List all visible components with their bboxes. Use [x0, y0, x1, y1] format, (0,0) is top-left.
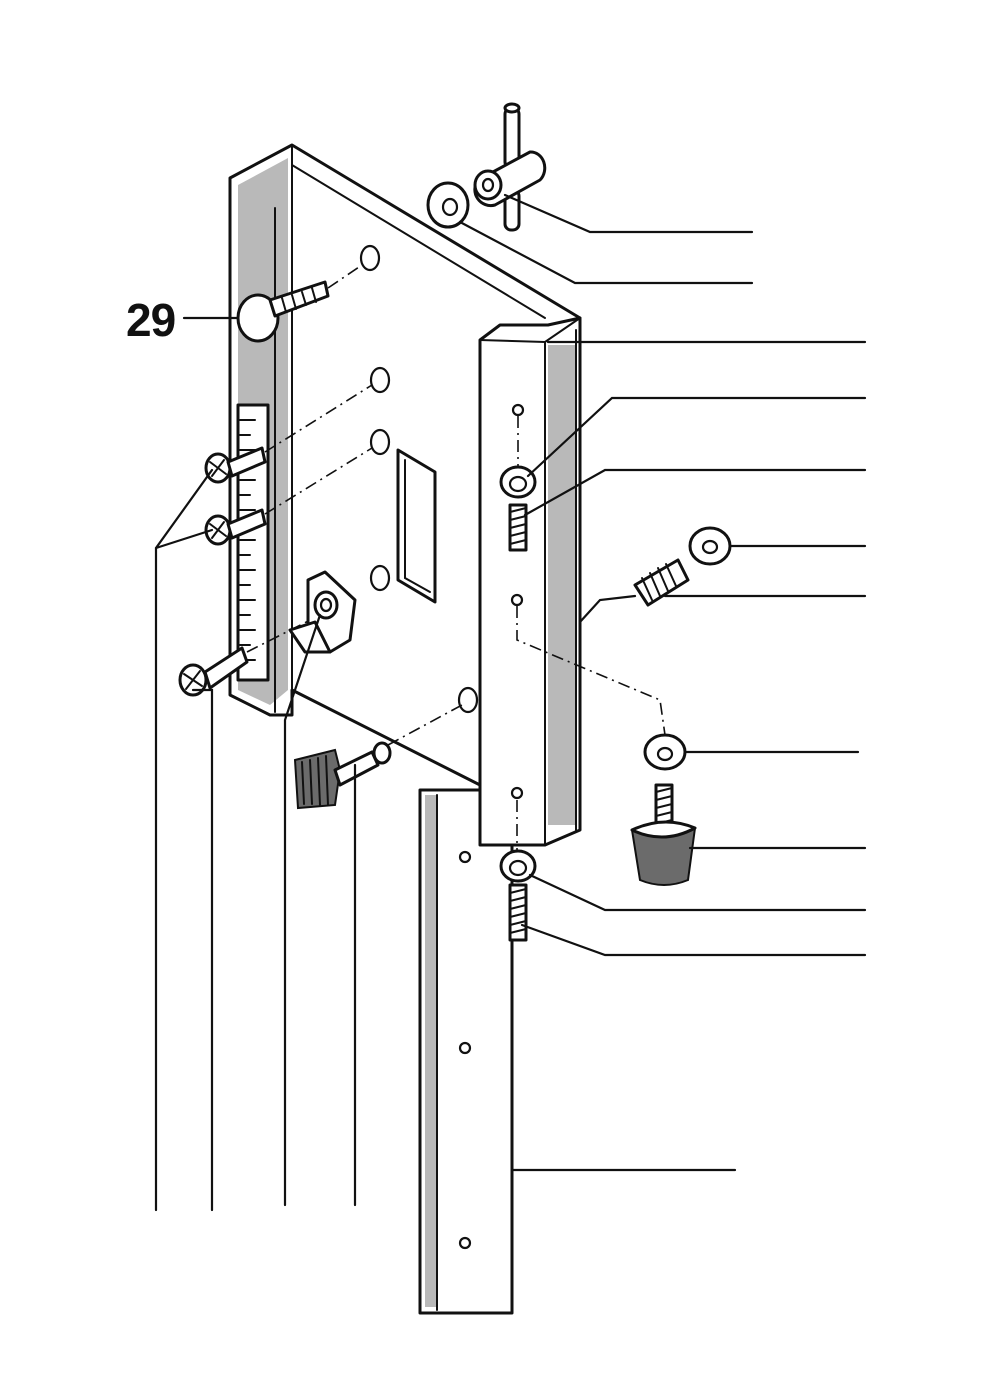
plate-hole — [457, 686, 479, 714]
knob-with-stud — [630, 783, 697, 886]
measurement-scale — [236, 403, 270, 682]
right-nut — [516, 606, 687, 771]
plate-hole — [359, 244, 381, 272]
locking-pin — [473, 102, 547, 232]
plate-screw-upper — [204, 384, 373, 484]
bar-ball-upper — [499, 416, 537, 499]
plate-hole — [369, 366, 391, 394]
callout-29: 29 — [126, 294, 175, 346]
guide-strip — [418, 788, 514, 1315]
plate-screw-lower — [178, 609, 331, 697]
bar-spring-lower — [508, 883, 528, 942]
plate-slot — [396, 448, 437, 604]
bar-hole — [511, 403, 525, 417]
top-washer — [426, 181, 470, 229]
thumb-screw — [293, 704, 463, 810]
front-bar — [478, 316, 582, 847]
plate-hole — [369, 428, 391, 456]
right-washer — [688, 526, 732, 566]
right-spring — [633, 558, 690, 607]
leader-lines — [154, 193, 867, 1212]
strip-hole — [458, 850, 472, 864]
bar-ball-lower — [499, 800, 537, 883]
plate-screw-middle — [204, 447, 373, 546]
bar-hole — [510, 786, 524, 800]
plate-hole — [369, 564, 391, 592]
bar-spring-upper — [508, 503, 528, 552]
strip-hole — [458, 1236, 472, 1250]
scale-ticks — [239, 419, 256, 661]
clamp-bracket — [288, 570, 357, 654]
bar-hole — [510, 593, 524, 607]
plug-cap-part-29 — [236, 264, 363, 343]
strip-hole — [458, 1041, 472, 1055]
